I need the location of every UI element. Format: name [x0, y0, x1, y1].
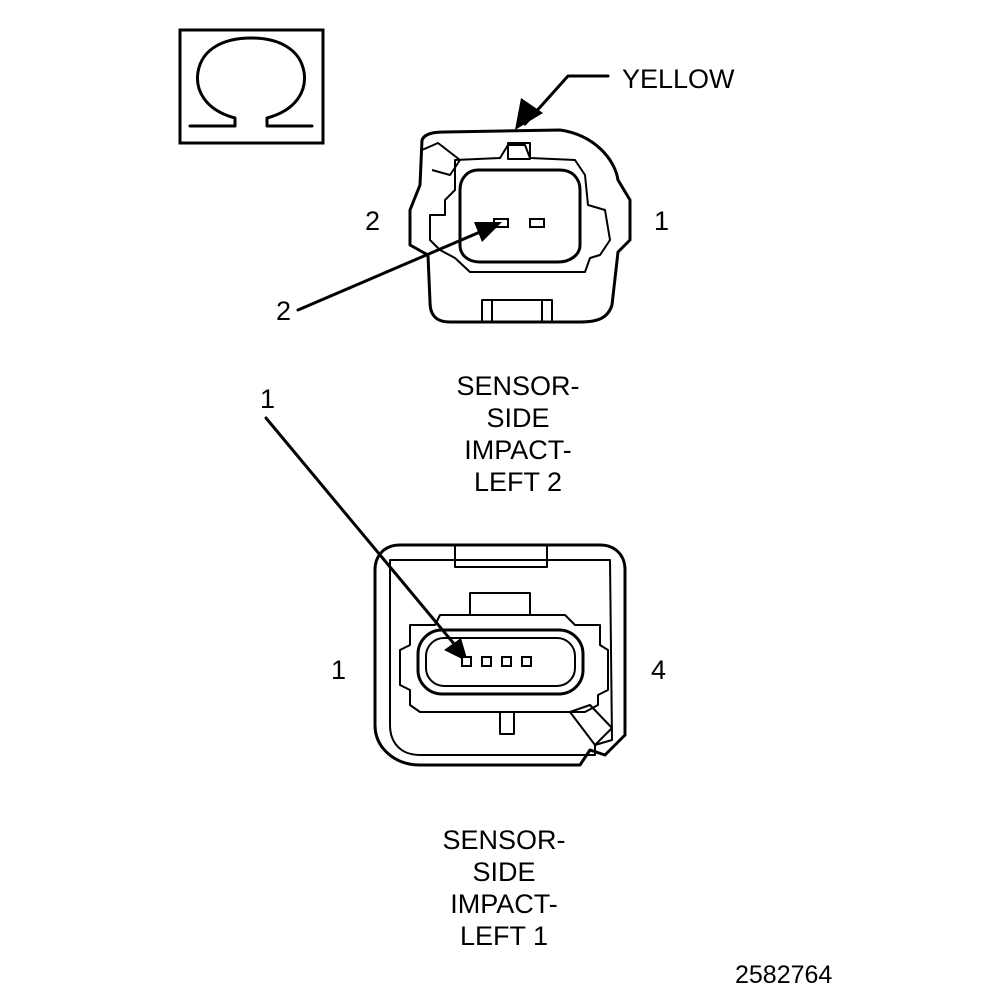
upper-pin-left-label: 2: [365, 206, 381, 236]
caption-line: SIDE: [486, 403, 550, 433]
figure-id: 2582764: [735, 961, 833, 989]
lower-callout-label: 1: [260, 384, 276, 414]
lower-pin-left-label: 1: [331, 655, 347, 685]
ohm-symbol-icon: [178, 28, 325, 145]
yellow-leader-arrow: [515, 74, 610, 130]
upper-pin-right-label: 1: [654, 206, 670, 236]
caption-line: SIDE: [472, 857, 536, 887]
callout-arrow-upper: [296, 222, 502, 312]
lower-connector-drawing: [373, 543, 627, 767]
lower-connector-caption: SENSOR- SIDE IMPACT- LEFT 1: [384, 824, 624, 952]
caption-line: IMPACT-: [464, 435, 572, 465]
upper-callout-label: 2: [276, 296, 292, 326]
lower-pin-right-label: 4: [651, 655, 667, 685]
caption-line: LEFT 2: [473, 467, 563, 497]
caption-line: SENSOR-: [442, 825, 566, 855]
caption-line: LEFT 1: [459, 921, 549, 951]
upper-connector-drawing: [408, 128, 632, 324]
upper-connector-caption: SENSOR- SIDE IMPACT- LEFT 2: [398, 370, 638, 498]
wire-color-label: YELLOW: [622, 64, 735, 94]
caption-line: IMPACT-: [450, 889, 558, 919]
caption-line: SENSOR-: [456, 371, 580, 401]
